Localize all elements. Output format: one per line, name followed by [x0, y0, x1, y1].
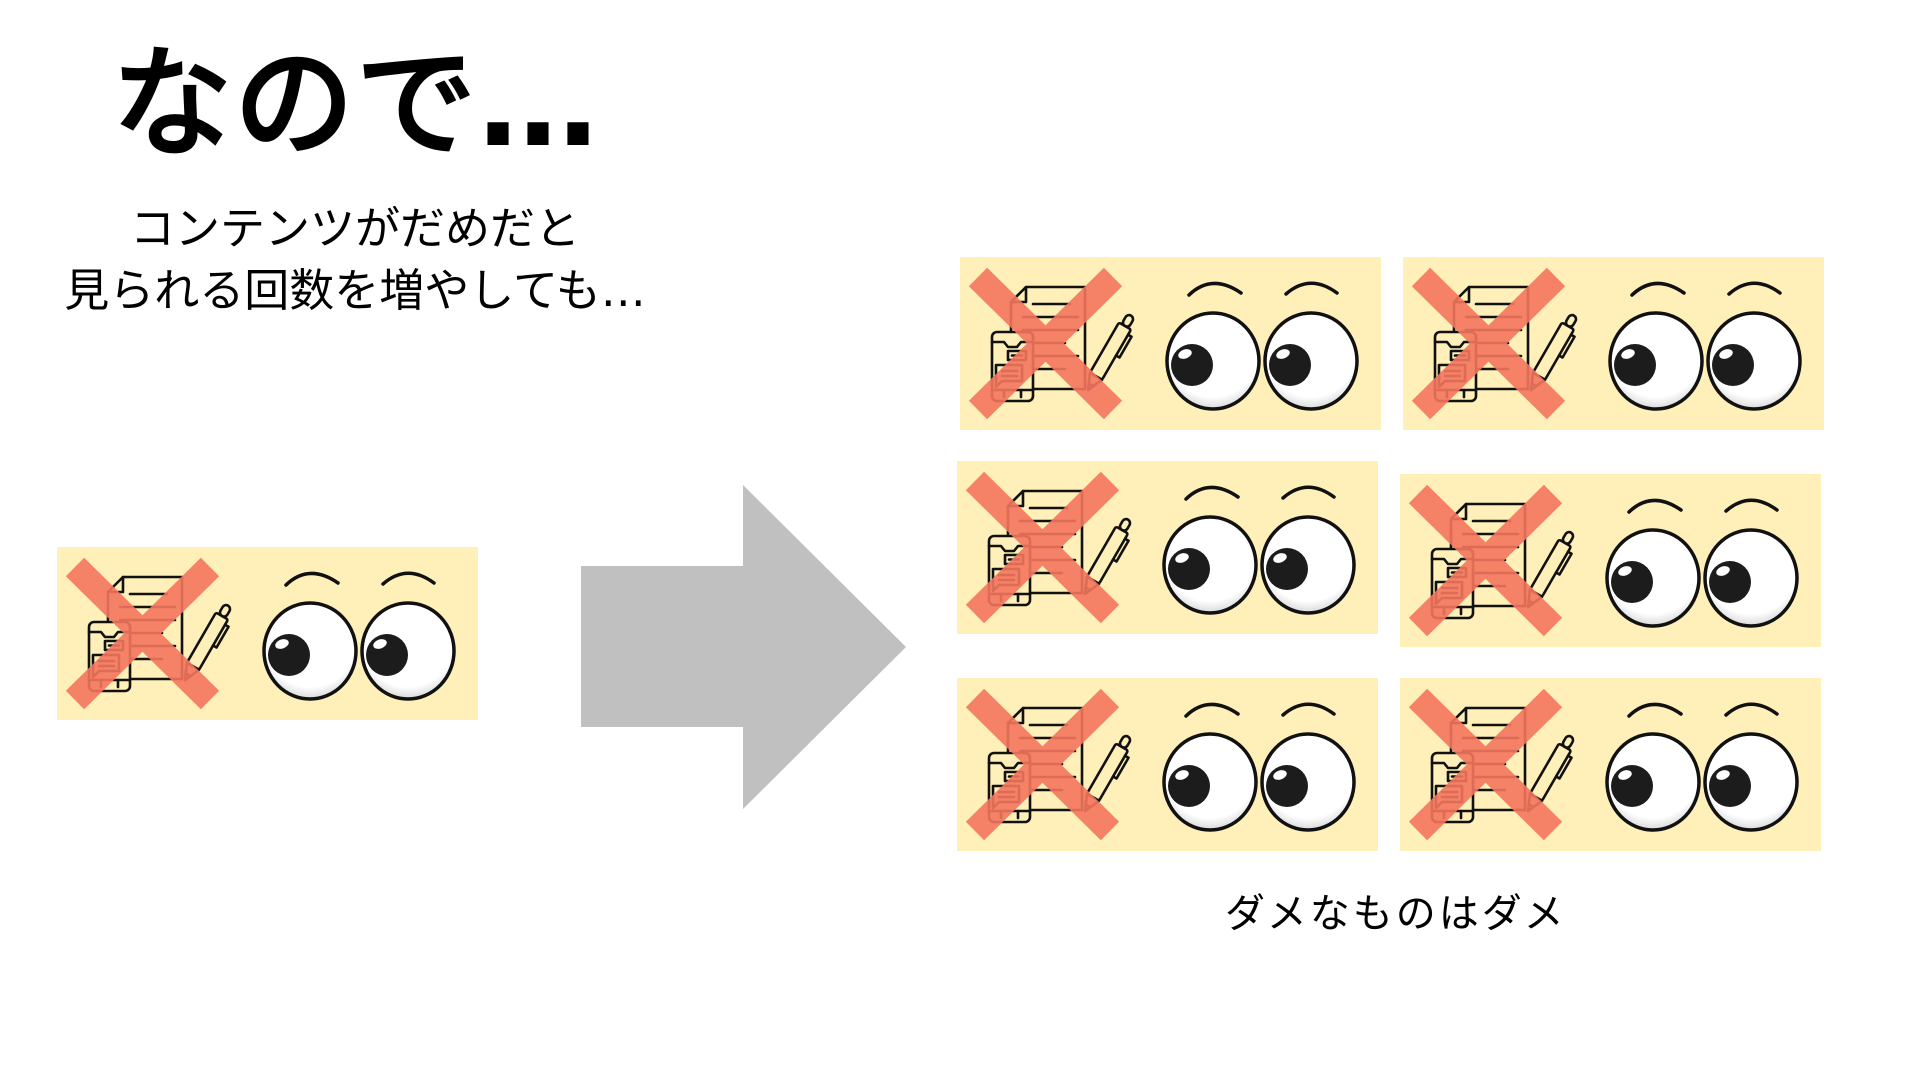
after-card-3 — [957, 461, 1378, 634]
slide-title: なので… — [112, 35, 600, 174]
after-card-5 — [957, 678, 1378, 851]
bad-content-eyes-icon — [57, 547, 478, 720]
slide-subtitle: コンテンツがだめだと 見られる回数を増やしても… — [0, 198, 710, 322]
bad-content-eyes-icon — [957, 461, 1378, 634]
subtitle-line-1: コンテンツがだめだと — [129, 202, 580, 255]
right-arrow-icon — [581, 485, 906, 809]
bad-content-eyes-icon — [957, 678, 1378, 851]
bad-content-eyes-icon — [1403, 257, 1824, 430]
slide-caption: ダメなものはダメ — [1225, 891, 1567, 937]
subtitle-line-2: 見られる回数を増やしても… — [64, 264, 646, 317]
after-card-1 — [960, 257, 1381, 430]
bad-content-eyes-icon — [960, 257, 1381, 430]
bad-content-eyes-icon — [1400, 678, 1821, 851]
bad-content-eyes-icon — [1400, 474, 1821, 647]
after-card-2 — [1403, 257, 1824, 430]
before-card — [57, 547, 478, 720]
after-card-4 — [1400, 474, 1821, 647]
after-card-6 — [1400, 678, 1821, 851]
